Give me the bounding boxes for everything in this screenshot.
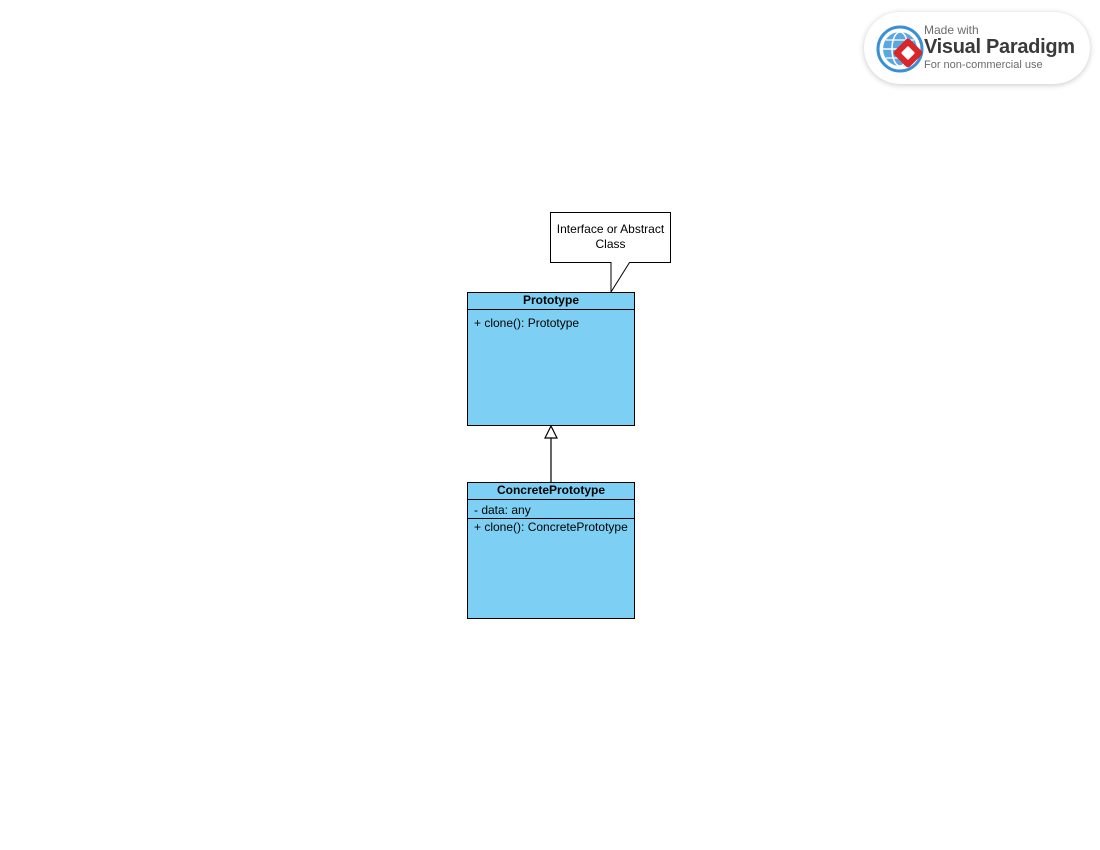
operations-compartment: + clone(): ConcretePrototype [468,519,634,535]
made-with-label: Made with [924,23,979,37]
usage-label: For non-commercial use [924,59,1043,71]
class-name: Prototype [468,293,634,310]
operation: + clone(): ConcretePrototype [474,520,628,534]
operation: + clone(): Prototype [474,316,580,330]
visual-paradigm-watermark: Made with Visual Paradigm For non-commer… [864,12,1090,84]
watermark-text: Made with Visual Paradigm For non-commer… [924,21,1084,77]
attribute: - data: any [474,503,531,517]
generalization-arrowhead [544,424,558,439]
class-name: ConcretePrototype [468,483,634,500]
class-prototype[interactable]: Prototype + clone(): Prototype [467,292,635,426]
brand-name: Visual Paradigm [924,36,1075,58]
visual-paradigm-logo-icon [876,25,924,73]
class-concrete-prototype[interactable]: ConcretePrototype - data: any + clone():… [467,482,635,619]
note-text: Interface or Abstract Class [556,222,665,251]
operations-compartment: + clone(): Prototype [468,310,634,331]
attributes-compartment: - data: any [468,500,634,519]
